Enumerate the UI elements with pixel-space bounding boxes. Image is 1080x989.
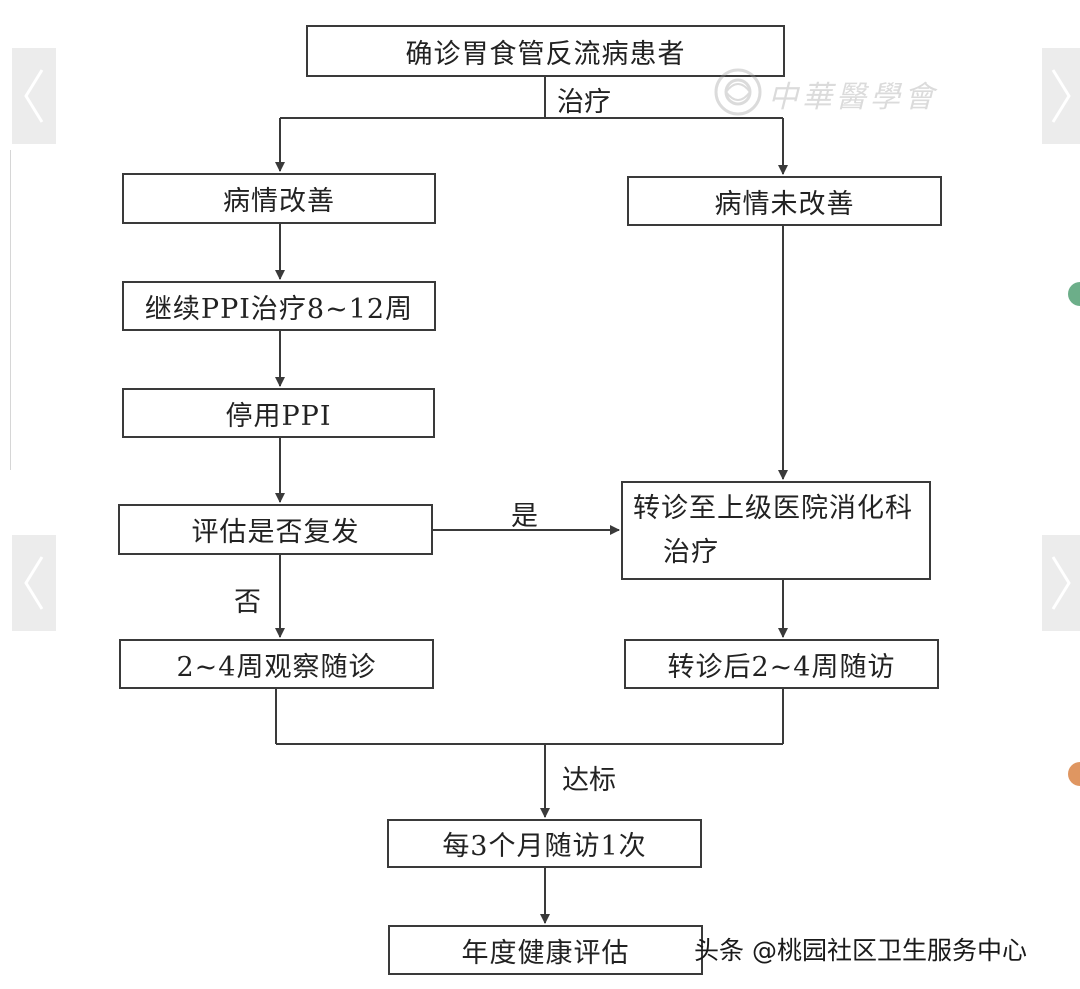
carousel-next-button-lower[interactable] bbox=[1042, 535, 1080, 631]
carousel-next-button[interactable] bbox=[1042, 48, 1080, 144]
node-referral: 转诊至上级医院消化科 治疗 bbox=[621, 481, 931, 580]
seal-icon bbox=[714, 68, 762, 116]
edge-label-yes: 是 bbox=[511, 501, 538, 532]
node-quarterly: 每3个月随访1次 bbox=[387, 819, 702, 868]
carousel-prev-button[interactable] bbox=[12, 48, 56, 144]
watermark-logo: 中華醫學會 bbox=[712, 66, 962, 118]
edge-label-target-met: 达标 bbox=[562, 765, 616, 796]
page-left-rule bbox=[10, 150, 11, 470]
node-observe: 2~4周观察随诊 bbox=[119, 639, 434, 689]
edge-label-treatment: 治疗 bbox=[557, 87, 611, 118]
node-assess-relapse: 评估是否复发 bbox=[118, 504, 433, 555]
node-annual: 年度健康评估 bbox=[388, 925, 703, 975]
carousel-prev-button-lower[interactable] bbox=[12, 535, 56, 631]
chevron-left-icon bbox=[24, 69, 44, 123]
chevron-left-icon bbox=[24, 556, 44, 610]
node-stop-ppi: 停用PPI bbox=[122, 388, 435, 438]
node-post-referral: 转诊后2~4周随访 bbox=[624, 639, 939, 689]
chevron-right-icon bbox=[1051, 69, 1071, 123]
footer-credit: 头条 @桃园社区卫生服务中心 bbox=[694, 936, 1027, 965]
watermark-text: 中華醫學會 bbox=[768, 80, 938, 115]
node-continue-ppi: 继续PPI治疗8~12周 bbox=[122, 281, 436, 331]
node-referral-line1: 转诊至上级医院消化科 bbox=[633, 492, 913, 524]
side-marker-orange bbox=[1068, 762, 1080, 786]
side-marker-green bbox=[1068, 282, 1080, 306]
edge-label-no: 否 bbox=[234, 587, 261, 618]
node-not-improved: 病情未改善 bbox=[627, 176, 942, 226]
node-referral-line2: 治疗 bbox=[663, 536, 719, 568]
node-confirmed: 确诊胃食管反流病患者 bbox=[306, 25, 785, 77]
node-improved: 病情改善 bbox=[122, 173, 436, 224]
chevron-right-icon bbox=[1051, 556, 1071, 610]
